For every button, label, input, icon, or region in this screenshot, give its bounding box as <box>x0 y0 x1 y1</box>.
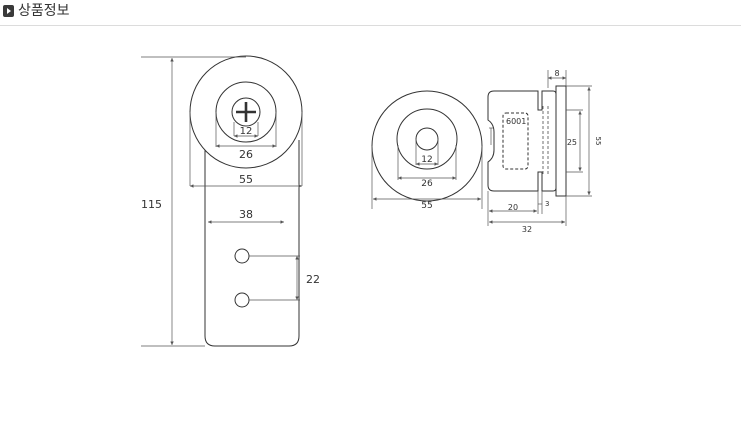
axle-hole <box>231 97 261 127</box>
front-dim-26: 26 <box>239 148 253 161</box>
front-dim-115: 115 <box>141 198 162 211</box>
front-dim-55: 55 <box>239 173 253 186</box>
wheel-dim-26: 26 <box>421 179 433 189</box>
wheel-profile <box>487 90 557 192</box>
profile-dim-8: 8 <box>554 69 559 78</box>
profile-dim-20: 20 <box>508 203 518 212</box>
play-square-icon <box>3 5 14 17</box>
profile-view <box>487 85 567 197</box>
section-title: 상품정보 <box>18 3 70 19</box>
front-dim-22: 22 <box>306 273 320 286</box>
wheel2-hub <box>396 108 458 170</box>
plate-hole-top <box>234 248 250 264</box>
front-view <box>189 55 303 347</box>
profile-dimensions <box>487 70 592 226</box>
front-dim-labels: 12 26 55 38 22 115 <box>141 126 320 286</box>
bracket-plate <box>555 85 567 197</box>
profile-dim-55-vertical: 55 <box>594 137 602 146</box>
profile-dim-labels: 8 25 55 20 3 32 6001 <box>506 69 602 234</box>
plate-hole-bottom <box>234 292 250 308</box>
profile-dim-32: 32 <box>522 225 532 234</box>
bearing-outline <box>502 112 529 170</box>
front-dim-38: 38 <box>239 208 253 221</box>
section-header: 상품정보 <box>0 0 741 26</box>
wheel-dim-55: 55 <box>421 201 432 211</box>
front-dim-12: 12 <box>240 126 253 137</box>
wheel-dim-labels: 12 26 55 <box>421 155 433 211</box>
mounting-plate <box>204 140 300 347</box>
profile-dim-25: 25 <box>567 138 577 147</box>
front-dimensions <box>141 56 303 347</box>
wheel2-hole <box>415 127 439 151</box>
wheel-dim-12: 12 <box>421 155 432 165</box>
bearing-label: 6001 <box>506 117 526 126</box>
wheel-dimensions <box>371 139 483 209</box>
profile-dim-3: 3 <box>545 200 549 208</box>
